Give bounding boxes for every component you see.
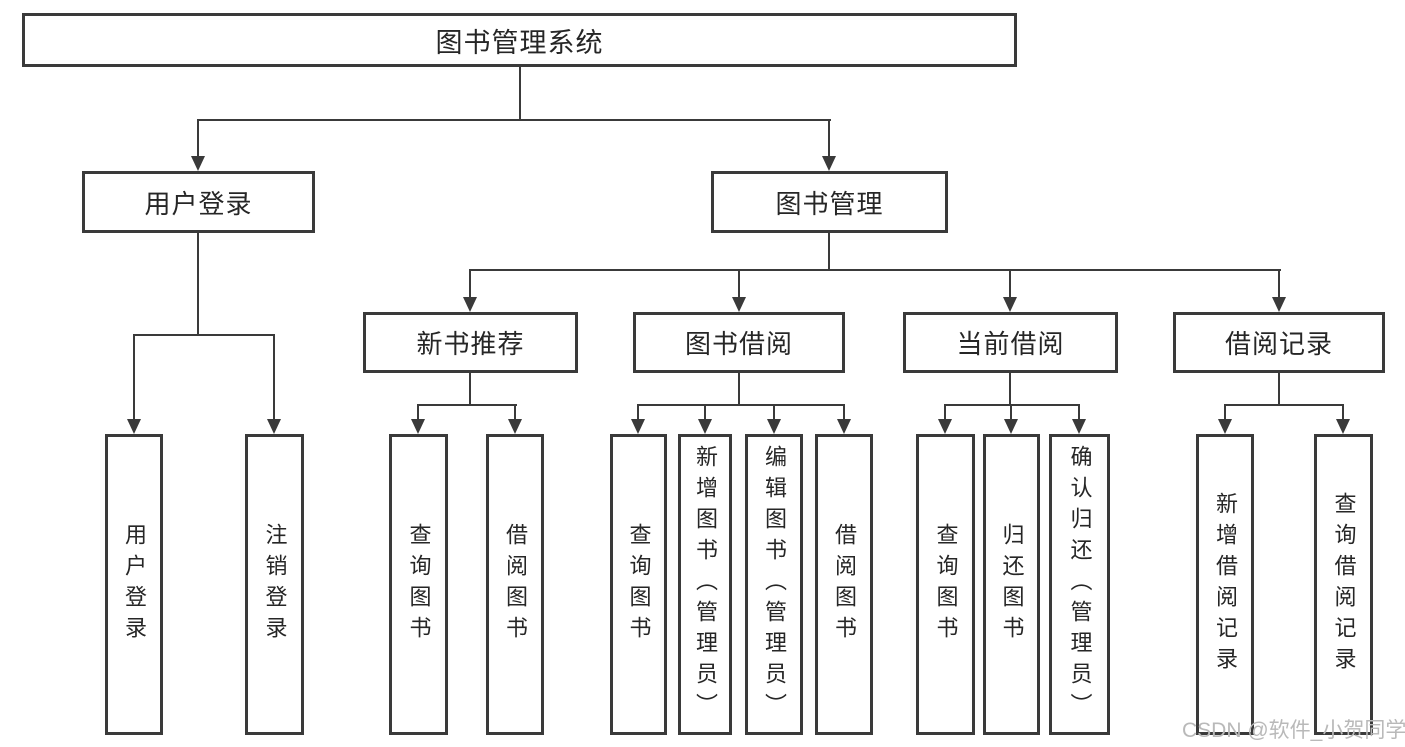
connector-vline (843, 404, 845, 420)
connector-arrow-down (698, 419, 712, 434)
csdn-watermark: CSDN @软件_小贺同学 (1182, 719, 1405, 742)
leaf-confirm-return-admin: 确认归还（管理员） (1049, 434, 1110, 735)
connector-arrow-down (1004, 419, 1018, 434)
node-user-login-group: 用户登录 (82, 171, 315, 233)
connector-arrow-down (837, 419, 851, 434)
connector-arrow-down (191, 156, 205, 171)
leaf-add-book-admin: 新增图书（管理员） (678, 434, 732, 735)
connector-arrow-down (1336, 419, 1350, 434)
connector-vline (738, 373, 740, 406)
connector-arrow-down (463, 297, 477, 312)
connector-vline (1010, 404, 1012, 420)
connector-arrow-down (1272, 297, 1286, 312)
connector-hline (944, 404, 1080, 406)
connector-vline (944, 404, 946, 420)
connector-hline (417, 404, 517, 406)
node-root: 图书管理系统 (22, 13, 1017, 67)
connector-vline (197, 119, 199, 157)
connector-arrow-down (631, 419, 645, 434)
connector-vline (738, 269, 740, 298)
connector-arrow-down (732, 297, 746, 312)
connector-arrow-down (127, 419, 141, 434)
leaf-borrow-books-1: 借阅图书 (486, 434, 544, 735)
connector-hline (1224, 404, 1344, 406)
leaf-user-login: 用户登录 (105, 434, 163, 735)
leaf-borrow-books-2: 借阅图书 (815, 434, 873, 735)
connector-vline (1009, 373, 1011, 406)
leaf-query-books-3: 查询图书 (916, 434, 975, 735)
leaf-query-borrow-record: 查询借阅记录 (1314, 434, 1373, 735)
connector-vline (828, 119, 830, 157)
connector-vline (637, 404, 639, 420)
connector-vline (1078, 404, 1080, 420)
connector-arrow-down (822, 156, 836, 171)
connector-vline (469, 269, 471, 298)
connector-arrow-down (267, 419, 281, 434)
leaf-edit-book-admin: 编辑图书（管理员） (745, 434, 803, 735)
connector-vline (1342, 404, 1344, 420)
connector-vline (514, 404, 516, 420)
leaf-return-books: 归还图书 (983, 434, 1040, 735)
connector-vline (133, 334, 135, 419)
connector-arrow-down (1218, 419, 1232, 434)
node-borrowing-records: 借阅记录 (1173, 312, 1385, 373)
leaf-add-borrow-record: 新增借阅记录 (1196, 434, 1254, 735)
connector-arrow-down (767, 419, 781, 434)
connector-arrow-down (938, 419, 952, 434)
connector-vline (828, 233, 830, 271)
connector-vline (519, 67, 521, 120)
node-new-book-recommend: 新书推荐 (363, 312, 578, 373)
connector-arrow-down (1072, 419, 1086, 434)
leaf-logout: 注销登录 (245, 434, 304, 735)
connector-vline (773, 404, 775, 420)
node-current-borrowing: 当前借阅 (903, 312, 1118, 373)
connector-vline (704, 404, 706, 420)
connector-vline (1278, 269, 1280, 298)
connector-hline (197, 119, 831, 121)
connector-hline (637, 404, 845, 406)
leaf-query-books-2: 查询图书 (610, 434, 667, 735)
node-book-management: 图书管理 (711, 171, 948, 233)
node-book-borrowing: 图书借阅 (633, 312, 845, 373)
connector-vline (197, 233, 199, 336)
connector-hline (133, 334, 275, 336)
connector-arrow-down (411, 419, 425, 434)
connector-arrow-down (508, 419, 522, 434)
leaf-query-books-1: 查询图书 (389, 434, 448, 735)
connector-vline (273, 334, 275, 419)
connector-vline (469, 373, 471, 406)
connector-hline (469, 269, 1281, 271)
connector-vline (1009, 269, 1011, 298)
connector-vline (1224, 404, 1226, 420)
connector-arrow-down (1003, 297, 1017, 312)
connector-vline (417, 404, 419, 420)
connector-vline (1278, 373, 1280, 406)
